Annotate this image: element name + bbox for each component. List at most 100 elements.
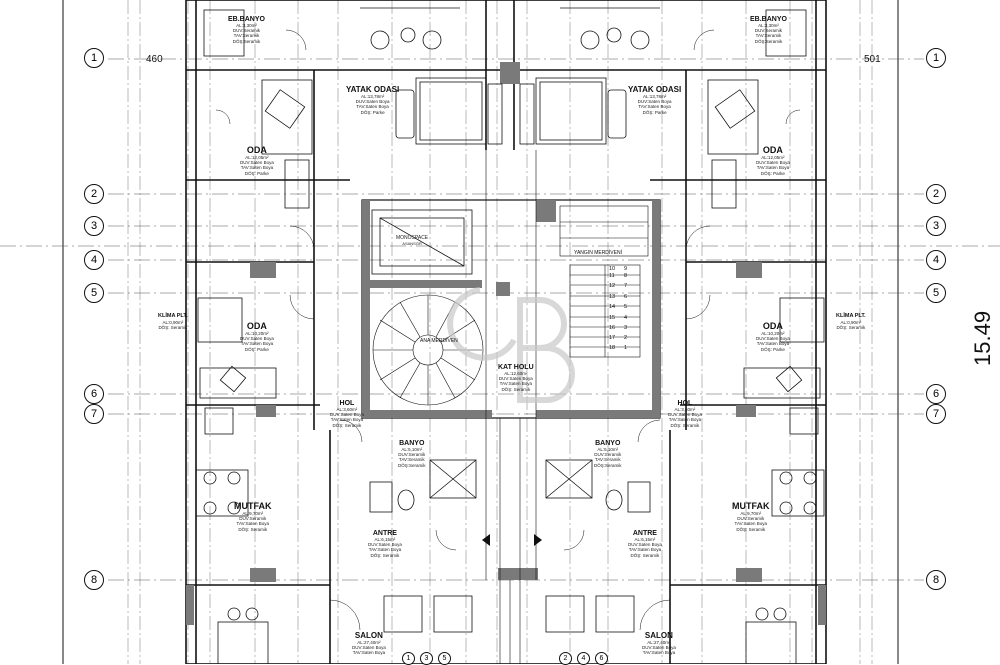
room-area: AL:6,15m² xyxy=(634,537,656,542)
grid-axis-1-left: 1 xyxy=(84,48,104,68)
room-wall: DUV:Seramik xyxy=(239,516,267,522)
stair-step-17: 17 xyxy=(609,335,616,341)
stair-step-1: 1 xyxy=(624,345,628,351)
room-name: ODA xyxy=(762,145,783,155)
room-wall: DUV:Seramik xyxy=(754,28,783,34)
room-name: YATAK ODASI xyxy=(346,85,400,94)
room-floor: DÖŞ:Seramik xyxy=(754,38,783,44)
room-wall: DUV:Saten Boya xyxy=(352,645,386,651)
room-oda1-left: ODA AL:12,05m² DUV:Saten Boya TAV:Saten … xyxy=(240,146,274,176)
room-ceiling: TAV:Saten Boya xyxy=(240,341,274,347)
stair-step-15: 15 xyxy=(609,315,616,321)
room-wall: DUV:Saten Boya xyxy=(355,99,390,105)
vertical-grid-lines xyxy=(127,0,873,664)
room-name: KAT HOLU xyxy=(498,364,534,371)
salon-furniture xyxy=(217,595,797,664)
room-name: MUTFAK xyxy=(732,501,770,511)
room-ceiling: TAV:Saten Boya xyxy=(638,104,671,110)
room-area: AL:3,30m² xyxy=(758,23,779,28)
grid-axis-7-right: 7 xyxy=(926,404,946,424)
room-floor: DÖŞ: Parke xyxy=(360,109,385,115)
room-name: KLİMA PLT. xyxy=(836,313,866,319)
room-area: AL:6,15m² xyxy=(374,537,396,542)
room-area: AL:10,20m² xyxy=(761,331,785,336)
stair-step-5: 5 xyxy=(624,304,628,310)
horizontal-grid-lines xyxy=(0,58,1000,581)
room-ceiling: TAV:Saten Boya xyxy=(368,547,402,553)
main-stair xyxy=(372,294,484,406)
grid-axis-7-left: 7 xyxy=(84,404,104,424)
stair-step-16: 16 xyxy=(609,325,616,331)
elevator-shaft xyxy=(371,209,473,275)
room-floor: DÖŞ:Seramik xyxy=(594,462,622,468)
salon-marker-5: 5 xyxy=(438,652,451,665)
room-area: AL:12,60m² xyxy=(504,371,528,376)
room-area: AL:3,30m² xyxy=(236,23,257,28)
room-floor: DÖŞ: Seramik xyxy=(670,422,700,428)
room-banyo-left: BANYO AL:5,10m² DUV:Seramik TAV:Seramik … xyxy=(398,440,426,468)
room-ceiling: TAV:Saten Boya xyxy=(330,417,364,423)
elevator-sub: ASANSÖR xyxy=(402,240,422,246)
bathroom-fixtures xyxy=(203,9,807,513)
room-wall: DUV:Seramik xyxy=(232,28,261,34)
room-wall: DUV:Saten Boya xyxy=(368,542,402,548)
room-wall: DUV:Saten Boya xyxy=(668,412,702,418)
core-walls xyxy=(361,62,661,580)
room-salon-left: SALON AL:27,40m² DUV:Saten Boya TAV:Sate… xyxy=(352,632,386,656)
watermark-logo xyxy=(447,287,575,403)
room-floor: DÖŞ: Parke xyxy=(760,170,785,176)
room-ceiling: TAV:Saten Boya xyxy=(756,341,790,347)
stair-step-4: 4 xyxy=(624,315,628,321)
room-ceiling: TAV:Saten Boya xyxy=(352,650,386,656)
room-floor: DÖŞ: Seramik xyxy=(370,552,400,558)
grid-axis-2-right: 2 xyxy=(926,184,946,204)
stair-step-18: 18 xyxy=(609,345,616,351)
room-area: AL:3,60m² xyxy=(674,407,696,412)
room-name: BANYO xyxy=(595,440,621,447)
room-floor: DÖŞ:Seramik xyxy=(398,462,426,468)
salon-marker-6: 6 xyxy=(595,652,608,665)
kitchen-tables xyxy=(195,407,825,517)
room-wall: DUV:Saten Boya xyxy=(240,336,274,342)
stair-step-11: 11 xyxy=(609,273,615,279)
grid-axis-5-right: 5 xyxy=(926,283,946,303)
room-area: AL:27,40m² xyxy=(647,640,671,645)
room-floor: DÖŞ: Seramik xyxy=(238,526,268,532)
fire-stair-label: YANGIN MERDİVENİ xyxy=(574,250,622,256)
room-area: AL:12,05m² xyxy=(245,155,269,160)
fire-stair xyxy=(559,205,649,358)
stair-step-6: 6 xyxy=(624,294,628,300)
room-floor: DÖŞ: Parke xyxy=(760,346,785,352)
room-klima-left: KLİMA PLT. AL:0,90m² DÖŞ: Seramik xyxy=(158,313,188,330)
door-swings xyxy=(215,29,801,631)
room-area: AL:9,70m² xyxy=(242,511,264,516)
grid-axis-8-left: 8 xyxy=(84,570,104,590)
room-kat-holu: KAT HOLU AL:12,60m² DUV:Saten Boya TAV:S… xyxy=(498,364,534,392)
grid-axis-1-right: 1 xyxy=(926,48,946,68)
room-name: SALON xyxy=(644,631,673,640)
room-antre-left: ANTRE AL:6,15m² DUV:Saten Boya TAV:Saten… xyxy=(368,530,402,558)
room-wall: DUV:Saten Boya xyxy=(330,412,364,418)
room-floor: DÖŞ: Seramik xyxy=(501,386,531,392)
room-area: AL:0,90m² xyxy=(162,319,184,325)
room-area: AL:3,60m² xyxy=(336,407,358,412)
salon-marker-4: 4 xyxy=(577,652,590,665)
room-ceiling: TAV:Seramik xyxy=(594,457,621,463)
room-ceiling: TAV:Saten Boya xyxy=(499,381,533,387)
room-wall: DUV:Seramik xyxy=(737,516,765,522)
room-floor: DÖŞ: Parke xyxy=(642,109,667,115)
stair-step-13: 13 xyxy=(609,294,616,300)
room-area: AL:5,10m² xyxy=(597,447,619,452)
stair-step-7: 7 xyxy=(624,283,628,289)
room-oda2-right: ODA AL:10,20m² DUV:Saten Boya TAV:Saten … xyxy=(756,322,790,352)
grid-axis-6-left: 6 xyxy=(84,384,104,404)
stair-step-2: 2 xyxy=(624,335,628,341)
room-area: AL:12,05m² xyxy=(761,155,785,160)
room-floor: DÖŞ: Parke xyxy=(244,170,269,176)
room-wall: DUV:Saten Boya xyxy=(637,99,672,105)
dimension-right: 501 xyxy=(864,54,881,65)
grid-axis-3-left: 3 xyxy=(84,216,104,236)
room-wall: DUV:Saten Boya xyxy=(498,376,533,382)
room-klima-right: KLİMA PLT. AL:0,90m² DÖŞ: Seramik xyxy=(836,313,866,330)
salon-marker-3: 3 xyxy=(420,652,433,665)
